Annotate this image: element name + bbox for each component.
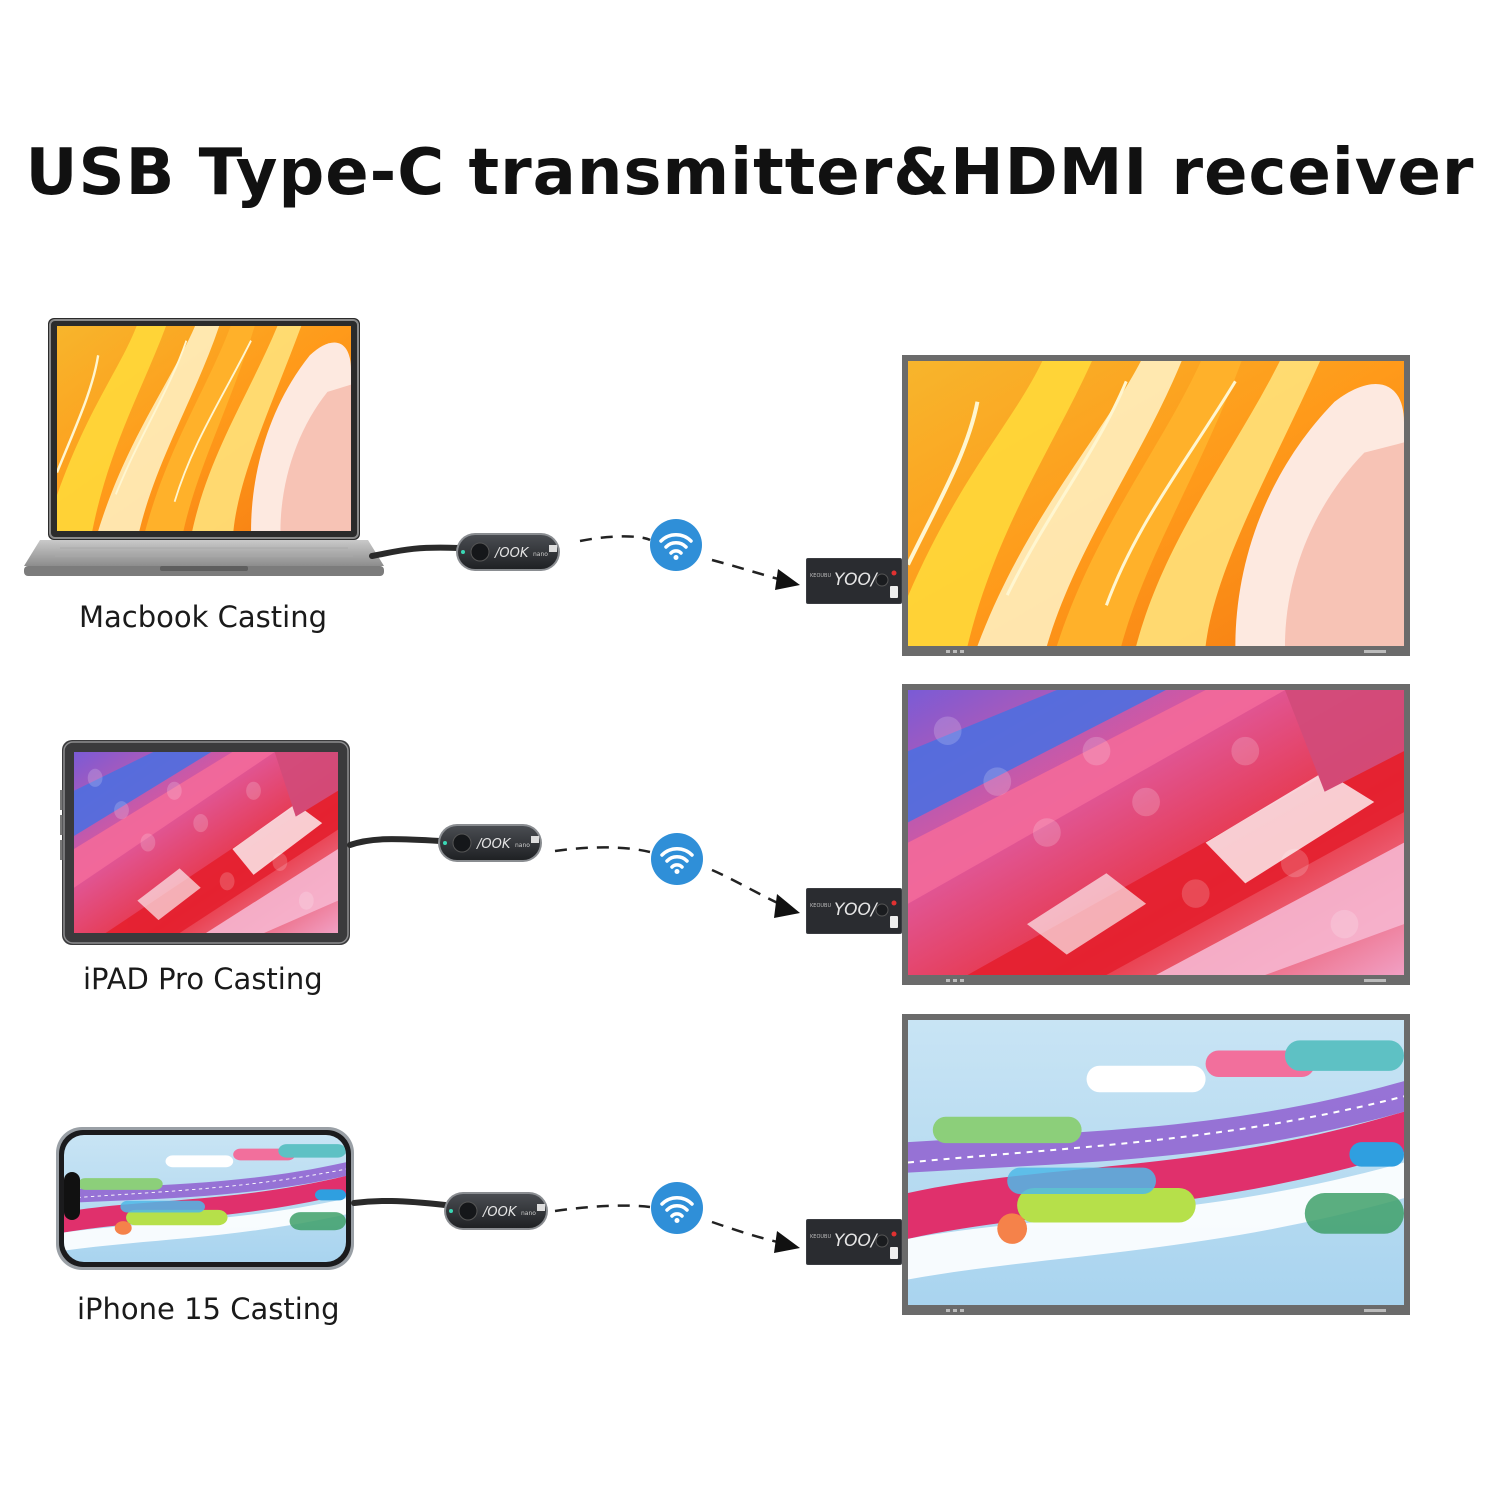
tablet-icon <box>60 740 350 945</box>
signal-path-1b <box>711 558 783 582</box>
signal-path-3b <box>711 1220 783 1245</box>
monitor-1 <box>888 351 1410 656</box>
monitor-2-wallpaper <box>908 690 1404 975</box>
arrow-head-3 <box>774 1231 800 1253</box>
laptop-icon <box>24 318 384 576</box>
monitor-3-wallpaper <box>908 1020 1404 1305</box>
laptop-screen-wallpaper <box>57 326 351 531</box>
hdmi-receiver-icon[interactable] <box>806 888 902 934</box>
macbook-casting-label: Macbook Casting <box>79 600 327 634</box>
ipad-casting-label: iPAD Pro Casting <box>83 962 323 996</box>
signal-path-2b <box>711 868 783 907</box>
phone-icon <box>56 1127 354 1270</box>
wifi-icon <box>651 833 703 885</box>
page-title: USB Type-C transmitter&HDMI receiver <box>25 136 1475 210</box>
signal-path-2a <box>554 846 651 854</box>
arrow-head-1 <box>775 569 800 590</box>
hdmi-receiver-icon[interactable] <box>806 558 902 604</box>
signal-path-3a <box>554 1204 651 1213</box>
usb-c-dongle-icon[interactable] <box>437 823 543 863</box>
tablet-cable <box>347 836 443 848</box>
signal-path-1a <box>579 535 651 543</box>
tablet-screen-wallpaper <box>74 752 338 933</box>
wifi-icon <box>651 1182 703 1234</box>
arrow-head-2 <box>774 894 800 918</box>
phone-screen-wallpaper <box>64 1135 346 1262</box>
wifi-icon <box>650 519 702 571</box>
laptop-cable <box>369 544 461 559</box>
monitor-1-wallpaper <box>888 351 1404 646</box>
iphone-casting-label: iPhone 15 Casting <box>77 1292 340 1326</box>
phone-cable <box>351 1197 448 1208</box>
monitor-3 <box>902 1014 1410 1315</box>
usb-c-dongle-icon[interactable] <box>443 1191 549 1231</box>
hdmi-receiver-icon[interactable] <box>806 1219 902 1265</box>
monitor-2 <box>902 684 1410 985</box>
usb-c-dongle-icon[interactable] <box>455 532 561 572</box>
